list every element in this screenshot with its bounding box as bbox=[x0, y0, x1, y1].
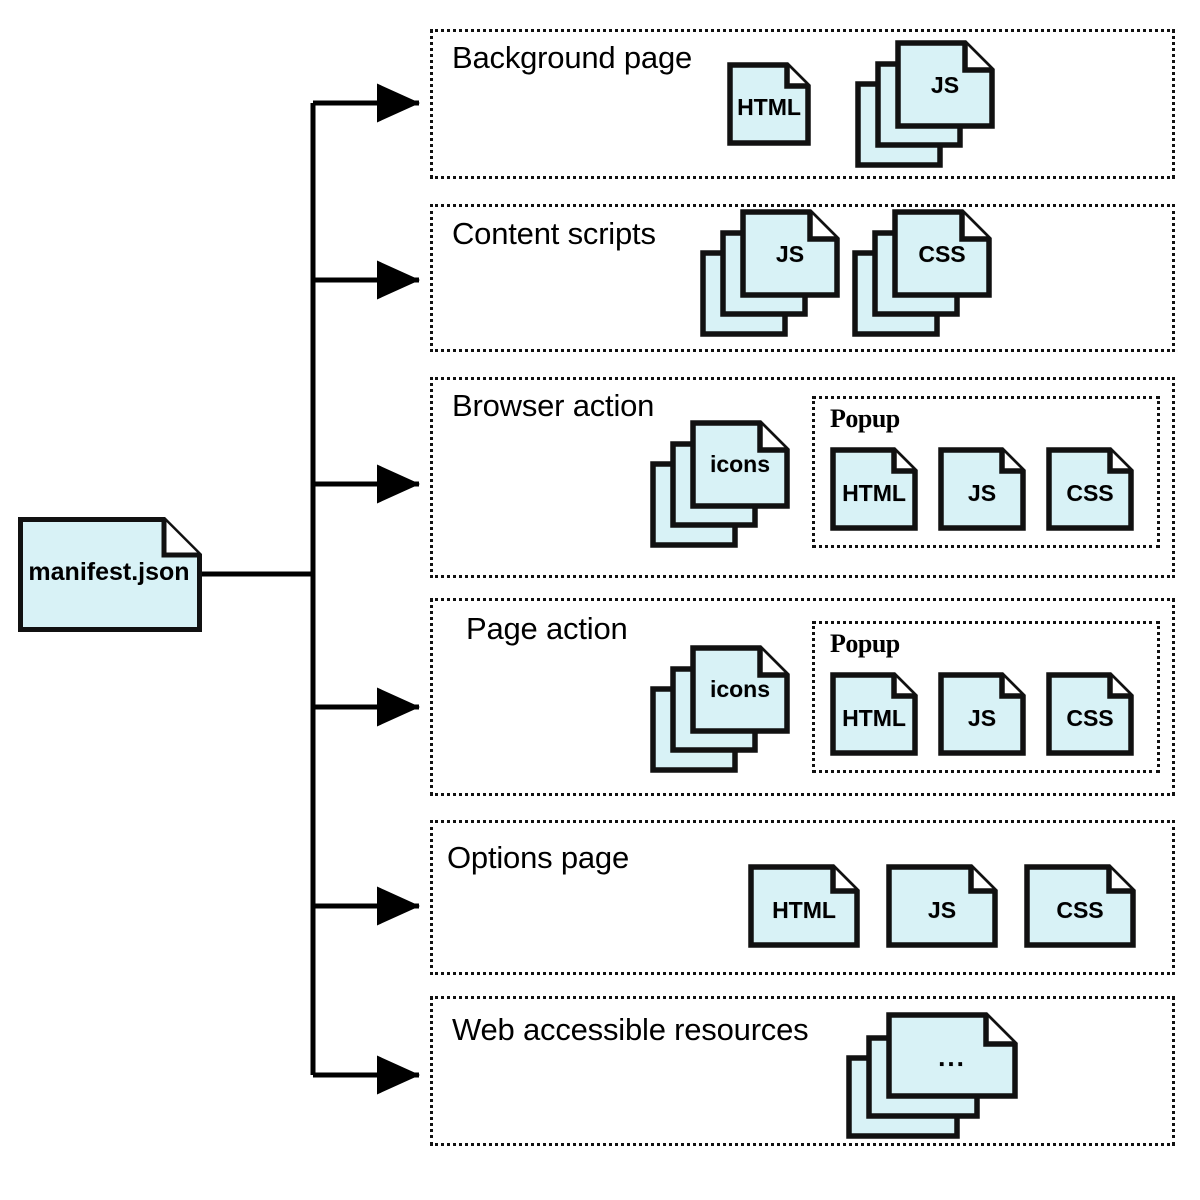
section-title-web-accessible-resources: Web accessible resources bbox=[452, 1012, 809, 1047]
doc-js[interactable]: JS bbox=[886, 864, 998, 948]
doc-stack-icons[interactable]: icons bbox=[650, 645, 790, 773]
doc-html[interactable]: HTML bbox=[830, 447, 918, 531]
doc-css[interactable]: CSS bbox=[1024, 864, 1136, 948]
manifest-json-node[interactable] bbox=[18, 517, 202, 632]
doc-js[interactable]: JS bbox=[938, 447, 1026, 531]
section-title-options-page: Options page bbox=[447, 840, 630, 875]
group-popup[interactable] bbox=[812, 396, 1160, 548]
group-popup-title: Popup bbox=[830, 629, 900, 658]
doc-stack-js[interactable]: JS bbox=[855, 40, 995, 168]
section-title-browser-action: Browser action bbox=[452, 388, 655, 423]
doc-stack-web-resources[interactable]: ... bbox=[846, 1012, 1018, 1140]
doc-stack-js[interactable]: JS bbox=[700, 209, 840, 337]
doc-css[interactable]: CSS bbox=[1046, 447, 1134, 531]
doc-js[interactable]: JS bbox=[938, 672, 1026, 756]
doc-html[interactable]: HTML bbox=[830, 672, 918, 756]
section-title-page-action: Page action bbox=[466, 611, 628, 646]
section-web-accessible-resources[interactable] bbox=[430, 996, 1175, 1146]
group-popup[interactable] bbox=[812, 621, 1160, 773]
doc-css[interactable]: CSS bbox=[1046, 672, 1134, 756]
doc-stack-css[interactable]: CSS bbox=[852, 209, 992, 337]
doc-html[interactable]: HTML bbox=[727, 62, 811, 146]
section-title-content-scripts: Content scripts bbox=[452, 216, 656, 251]
doc-html[interactable]: HTML bbox=[748, 864, 860, 948]
doc-stack-icons[interactable]: icons bbox=[650, 420, 790, 548]
section-background-page[interactable] bbox=[430, 29, 1175, 179]
section-browser-action[interactable] bbox=[430, 377, 1175, 578]
group-popup-title: Popup bbox=[830, 404, 900, 433]
section-content-scripts[interactable] bbox=[430, 204, 1175, 352]
manifest-json-label: manifest.json bbox=[28, 558, 190, 586]
section-options-page[interactable] bbox=[430, 820, 1175, 975]
section-page-action[interactable] bbox=[430, 598, 1175, 796]
section-title-background-page: Background page bbox=[452, 40, 693, 75]
